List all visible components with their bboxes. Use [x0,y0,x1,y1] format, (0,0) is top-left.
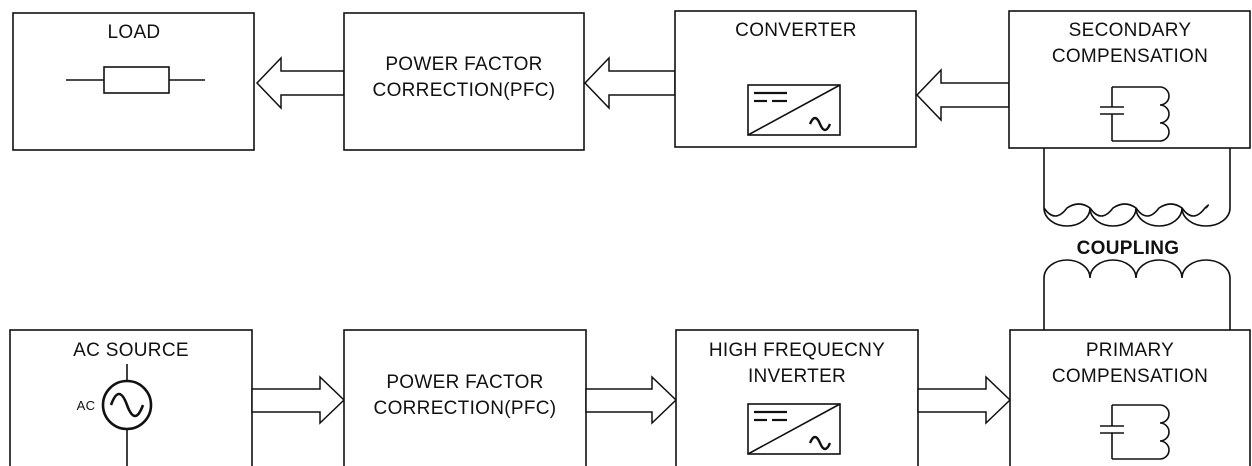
arrow-secondary-to-converter [915,68,1010,122]
pfc-top-label-line2: CORRECTION(PFC) [373,80,556,101]
primary-coil-icon [1043,259,1231,330]
primary-compensation-block: PRIMARY COMPENSATION [1009,329,1251,466]
ac-symbol-text: AC [77,398,96,413]
primary-label-line1: PRIMARY [1086,340,1174,361]
arrow-inverter-to-primary [917,375,1012,425]
secondary-coil-icon [1043,148,1231,227]
inverter-block: HIGH FREQUECNY INVERTER [675,329,919,466]
inverter-label-line1: HIGH FREQUECNY [709,340,885,361]
secondary-label-line2: COMPENSATION [1052,46,1208,67]
pfc-bottom-block: POWER FACTOR CORRECTION(PFC) [343,329,587,466]
arrow-converter-to-pfc [583,56,676,110]
lc-tank-icon [1100,86,1170,142]
secondary-label-line1: SECONDARY [1069,20,1192,41]
ac-source-icon: AC [77,364,153,466]
load-label: LOAD [108,22,161,43]
load-block: LOAD [12,12,255,151]
pfc-top-label-line1: POWER FACTOR [385,54,542,75]
primary-label-line2: COMPENSATION [1052,366,1208,387]
converter-label: CONVERTER [735,20,857,41]
pfc-bottom-label-line1: POWER FACTOR [386,372,543,393]
lc-tank-icon [1100,404,1170,460]
inverter-label-line2: INVERTER [748,366,846,387]
dc-ac-converter-icon [747,84,841,136]
converter-block: CONVERTER [674,10,917,148]
pfc-bottom-label-line2: CORRECTION(PFC) [374,398,557,419]
secondary-compensation-block: SECONDARY COMPENSATION [1008,10,1251,149]
dc-ac-inverter-icon [747,403,841,455]
ac-source-label: AC SOURCE [73,340,189,361]
ac-source-block: AC SOURCE AC [9,329,253,466]
pfc-top-block: POWER FACTOR CORRECTION(PFC) [343,12,585,151]
coupling-label: COUPLING [1077,238,1180,259]
arrow-source-to-pfc [251,375,346,425]
arrow-pfc-to-load [255,56,345,110]
resistor-icon [66,66,205,94]
arrow-pfc-to-inverter [585,375,678,425]
